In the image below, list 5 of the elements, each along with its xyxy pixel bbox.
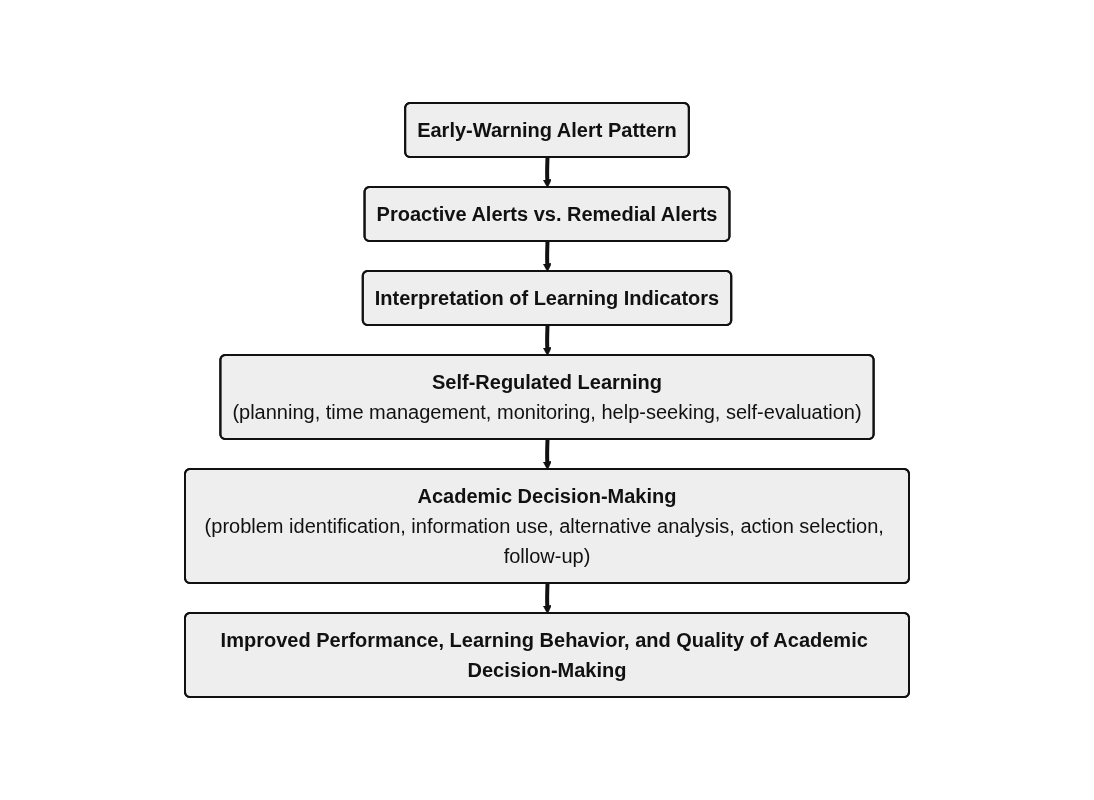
arrow <box>542 583 552 614</box>
arrow <box>542 157 552 188</box>
arrow <box>542 241 552 272</box>
arrow <box>542 325 552 356</box>
arrow <box>542 439 552 470</box>
